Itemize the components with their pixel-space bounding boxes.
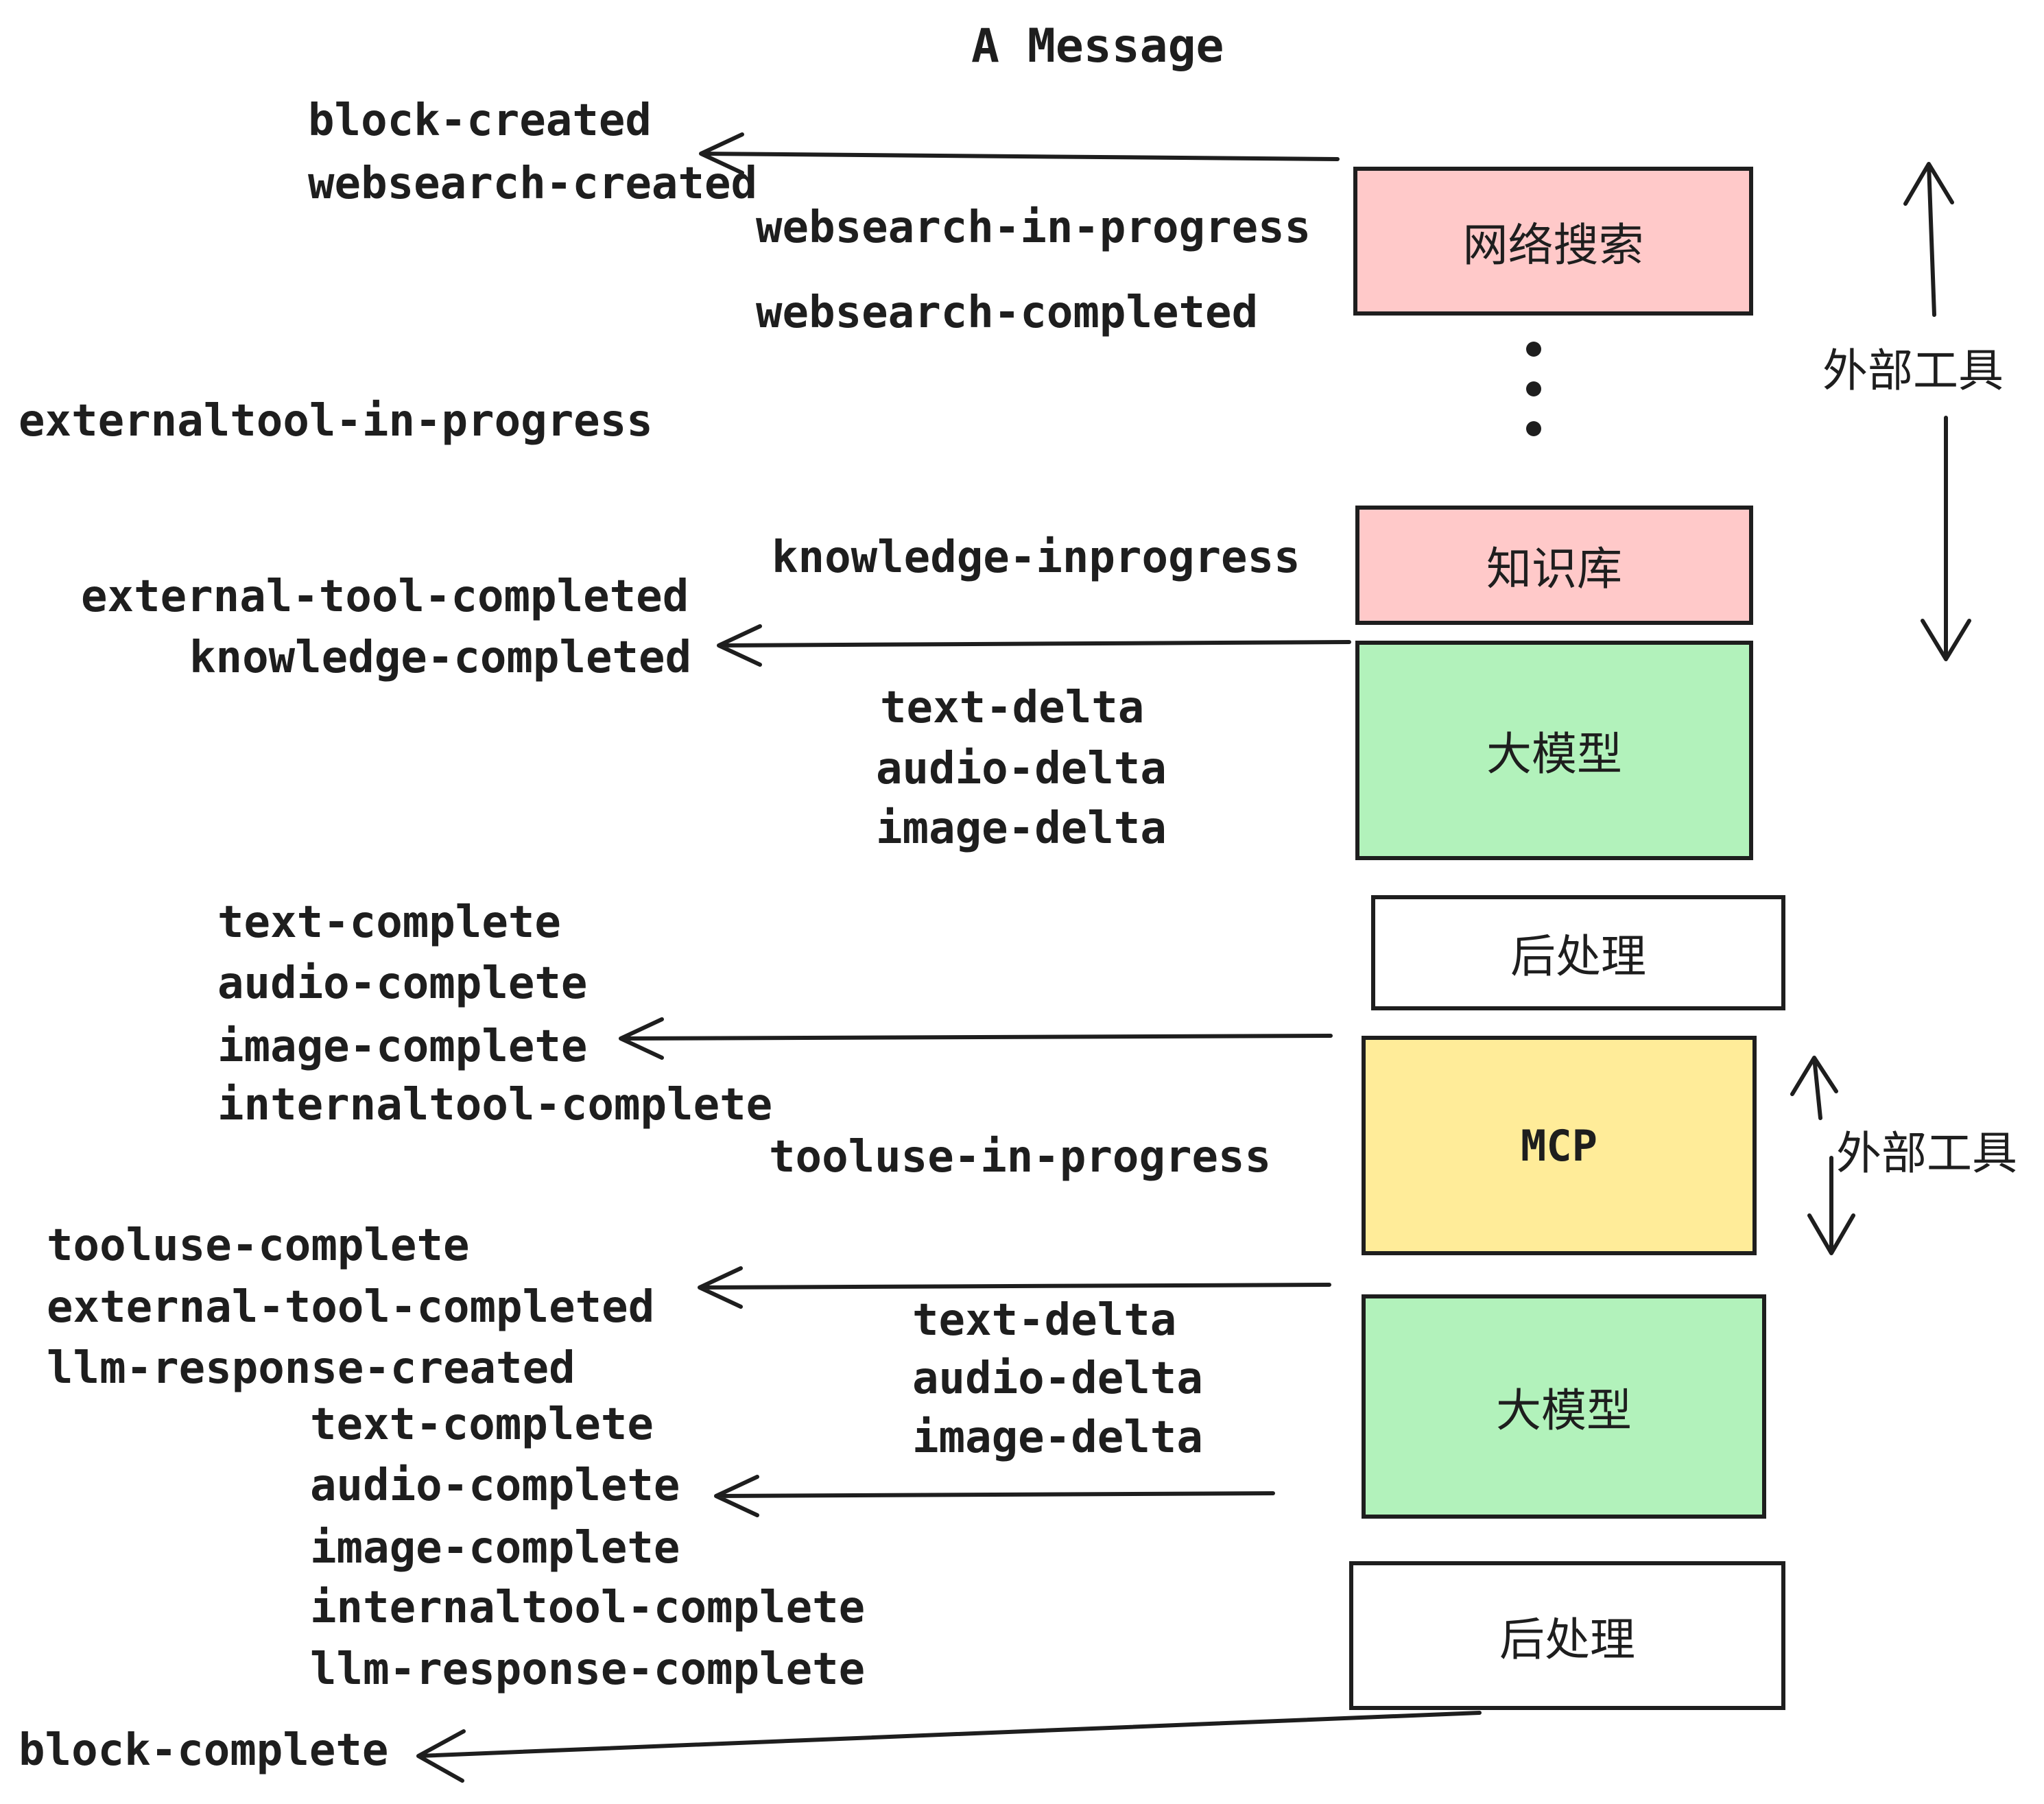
box-postprocess-1: 后处理 bbox=[1371, 895, 1785, 1010]
event-label-text-complete-1: text-complete bbox=[217, 897, 561, 948]
event-label-internaltool-complete-1: internaltool-complete bbox=[217, 1080, 773, 1130]
event-label-block-complete: block-complete bbox=[19, 1725, 389, 1776]
event-label-image-complete-1: image-complete bbox=[217, 1021, 588, 1072]
event-label-websearch-created: websearch-created bbox=[308, 158, 758, 209]
event-label-audio-delta-1: audio-delta bbox=[876, 744, 1167, 794]
arrow-up-external-tools-mid bbox=[1790, 1056, 1838, 1120]
event-label-websearch-in-progress: websearch-in-progress bbox=[756, 202, 1311, 253]
box-llm-2-label: 大模型 bbox=[1496, 1384, 1632, 1436]
arrow-diagonal-to-block-complete bbox=[416, 1711, 1482, 1783]
event-label-external-tool-completed-2: external-tool-completed bbox=[47, 1282, 655, 1333]
event-label-websearch-completed: websearch-completed bbox=[756, 287, 1259, 338]
label-external-tools-top: 外部工具 bbox=[1822, 345, 2004, 396]
event-label-image-delta-1: image-delta bbox=[876, 803, 1167, 854]
arrow-down-external-tools-top bbox=[1921, 416, 1971, 661]
event-label-text-complete-2: text-complete bbox=[310, 1399, 654, 1450]
box-postprocess-2: 后处理 bbox=[1349, 1561, 1785, 1710]
event-label-external-tool-completed-1: external-tool-completed bbox=[81, 571, 689, 622]
arrow-left-to-audio-complete bbox=[714, 1475, 1275, 1517]
box-postprocess-1-label: 后处理 bbox=[1510, 931, 1646, 982]
event-label-llm-response-complete: llm-response-complete bbox=[310, 1644, 866, 1695]
event-label-tooluse-in-progress: tooluse-in-progress bbox=[769, 1132, 1272, 1183]
arrow-left-to-block-created bbox=[699, 132, 1340, 175]
box-llm-1-label: 大模型 bbox=[1486, 728, 1622, 779]
ellipsis-dots bbox=[1526, 342, 1541, 436]
event-label-audio-complete-1: audio-complete bbox=[217, 958, 588, 1009]
label-external-tools-mid: 外部工具 bbox=[1836, 1128, 2017, 1178]
box-llm-1: 大模型 bbox=[1355, 641, 1753, 860]
box-knowledge-base: 知识库 bbox=[1355, 506, 1753, 625]
event-label-tooluse-complete: tooluse-complete bbox=[47, 1220, 470, 1271]
event-label-audio-complete-2: audio-complete bbox=[310, 1460, 680, 1511]
event-label-llm-response-created: llm-response-created bbox=[47, 1343, 575, 1394]
diagram-title: A Message bbox=[971, 19, 1224, 73]
box-mcp-label: MCP bbox=[1521, 1120, 1597, 1171]
event-label-knowledge-completed: knowledge-completed bbox=[189, 632, 692, 683]
event-label-text-delta-2: text-delta bbox=[912, 1295, 1177, 1346]
box-llm-2: 大模型 bbox=[1362, 1294, 1766, 1519]
box-websearch-label: 网络搜索 bbox=[1462, 219, 1644, 270]
event-label-image-delta-2: image-delta bbox=[912, 1412, 1203, 1463]
arrow-left-to-image-complete bbox=[619, 1017, 1333, 1060]
box-knowledge-base-label: 知识库 bbox=[1486, 543, 1622, 594]
event-label-block-created: block-created bbox=[308, 95, 652, 146]
arrow-up-external-tools-top bbox=[1903, 162, 1954, 317]
box-postprocess-2-label: 后处理 bbox=[1499, 1613, 1635, 1665]
box-mcp: MCP bbox=[1362, 1036, 1757, 1255]
arrow-left-to-knowledge-completed bbox=[717, 624, 1351, 667]
event-label-knowledge-inprogress: knowledge-inprogress bbox=[772, 532, 1300, 583]
box-websearch: 网络搜索 bbox=[1353, 167, 1753, 316]
event-label-text-delta-1: text-delta bbox=[880, 683, 1145, 733]
event-label-image-complete-2: image-complete bbox=[310, 1523, 680, 1574]
event-label-externaltool-in-progress: externaltool-in-progress bbox=[19, 396, 653, 447]
event-label-audio-delta-2: audio-delta bbox=[912, 1353, 1203, 1404]
event-label-internaltool-complete-2: internaltool-complete bbox=[310, 1582, 866, 1633]
